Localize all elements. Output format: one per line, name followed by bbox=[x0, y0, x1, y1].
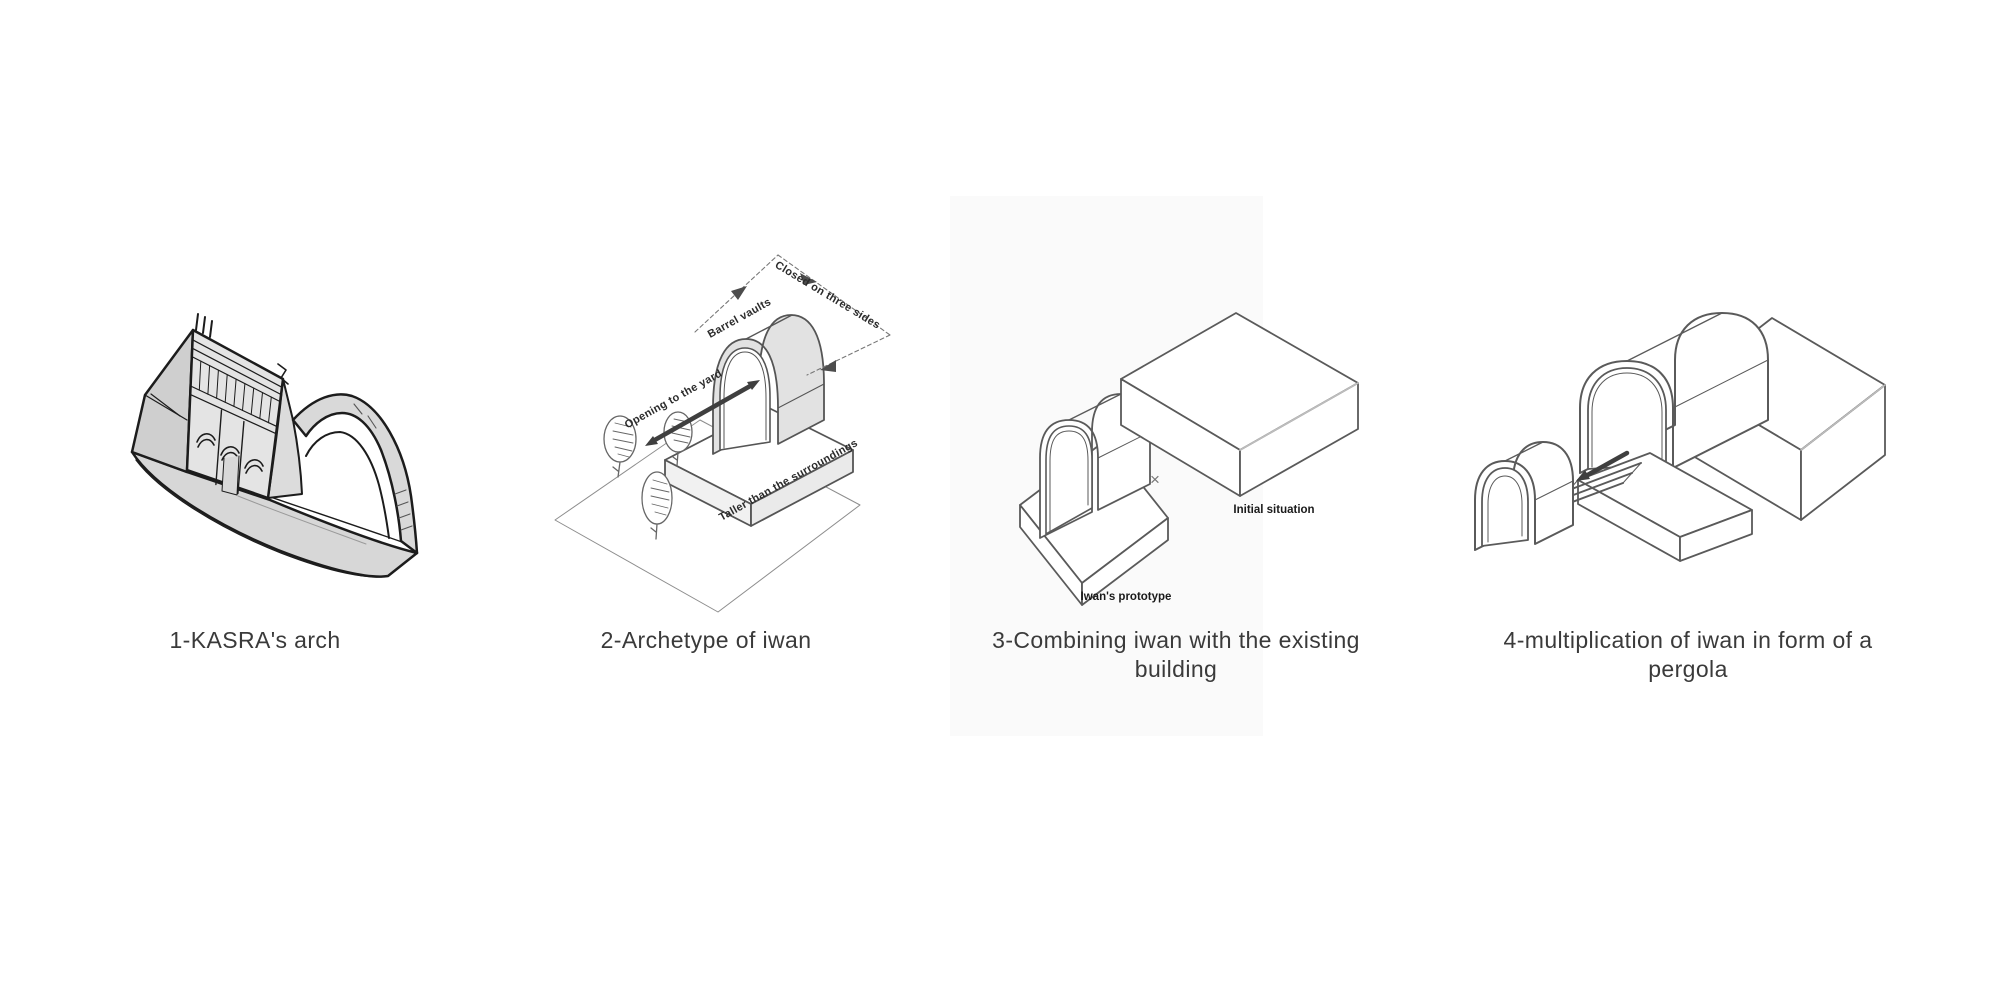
great-arch bbox=[291, 393, 419, 555]
combining-scene: × Iwan's prototype Initial situation bbox=[1019, 312, 1359, 606]
caption-line: 2-Archetype of iwan bbox=[600, 627, 812, 653]
annotation-barrel-vaults: Barrel vaults bbox=[706, 296, 774, 341]
small-vault-opening bbox=[1481, 467, 1529, 547]
caption-line: 4-multiplication of iwan in form of a bbox=[1503, 627, 1873, 653]
caption-line: 3-Combining iwan with the existing bbox=[992, 627, 1360, 653]
pilaster-row bbox=[198, 360, 272, 424]
taq-kasra-sketch bbox=[130, 313, 419, 578]
guide-arrowheads bbox=[731, 273, 836, 372]
plinth bbox=[664, 406, 854, 527]
arch-niches bbox=[196, 433, 264, 496]
caption-combining: 3-Combining iwan with the existing build… bbox=[976, 626, 1376, 684]
facade-wall bbox=[185, 328, 285, 500]
caption-kasra-arch: 1-KASRA's arch bbox=[55, 626, 455, 655]
pergola-platform bbox=[1577, 452, 1753, 562]
label-iwans-prototype: Iwan's prototype bbox=[1081, 591, 1172, 603]
caption-line: 1-KASRA's arch bbox=[169, 627, 341, 653]
ruin-base bbox=[130, 450, 419, 578]
initial-building-box bbox=[1120, 312, 1359, 497]
prototype-opening bbox=[1045, 425, 1093, 535]
caption-pergola: 4-multiplication of iwan in form of a pe… bbox=[1488, 626, 1888, 684]
arch-hatching bbox=[353, 403, 413, 531]
label-initial-situation: Initial situation bbox=[1233, 504, 1314, 516]
opening-direction-arrow bbox=[645, 380, 760, 446]
iwan-opening bbox=[719, 347, 771, 451]
combining-diagram: × Iwan's prototype Initial situation bbox=[1019, 312, 1359, 606]
kasra-arch-drawing bbox=[130, 313, 419, 578]
multiplication-arrow bbox=[1576, 450, 1630, 481]
caption-line: building bbox=[1134, 656, 1218, 682]
caption-archetype: 2-Archetype of iwan bbox=[506, 626, 906, 655]
caption-line: pergola bbox=[1648, 656, 1728, 682]
combine-symbol: × bbox=[1150, 470, 1160, 489]
left-wing-wall bbox=[130, 328, 195, 474]
pergola-diagram bbox=[1474, 312, 1886, 562]
large-vault-opening bbox=[1587, 367, 1667, 470]
iwan-archetype: Barrel vaults Closed on three sides Open… bbox=[554, 254, 891, 613]
pergola-scene bbox=[1474, 312, 1886, 562]
iwan-archetype-diagram: Barrel vaults Closed on three sides Open… bbox=[554, 254, 891, 613]
